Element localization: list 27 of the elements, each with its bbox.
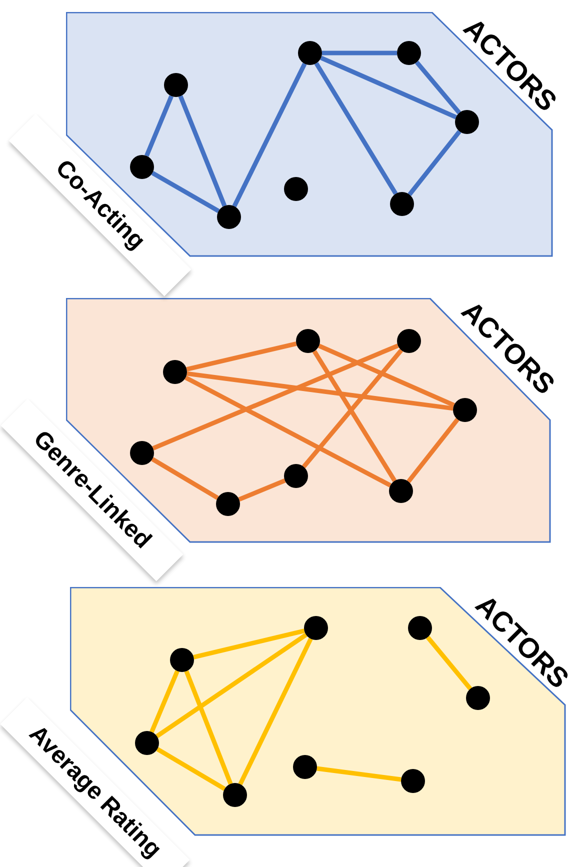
link-line [178,95,227,207]
link-line [144,95,174,157]
link-line [408,130,462,196]
link-line [322,50,397,56]
link-line [426,636,472,690]
link-line [312,350,397,482]
link-line [238,478,286,502]
link-line [151,171,220,213]
link-line [184,376,392,488]
link-line [406,418,460,483]
link-line [318,344,455,408]
link-line [152,344,399,450]
link-line [238,638,313,786]
link-line [156,632,308,738]
link-line [186,342,297,372]
link-line [156,747,226,791]
link-line [150,670,180,733]
link-line [415,60,461,114]
link-line [302,348,404,468]
link-line [151,457,219,500]
link-line [316,766,402,782]
link-line [193,628,305,660]
link-line [184,670,233,785]
link-line [320,56,457,120]
link-line [232,62,307,208]
link-line [314,62,398,195]
link-line [186,371,454,411]
